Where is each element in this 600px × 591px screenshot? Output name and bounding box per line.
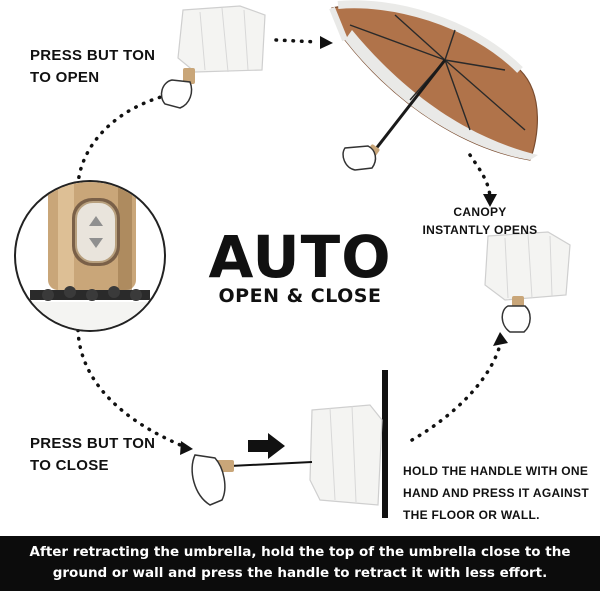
press-button-to-open-label: PRESS BUT TON TO OPEN — [30, 45, 155, 89]
canopy-opens-label: CANOPY INSTANTLY OPENS — [410, 203, 550, 239]
open-umbrella — [329, 0, 538, 171]
hand-icon — [160, 79, 193, 109]
label-line: PRESS BUT TON — [30, 47, 156, 64]
hand-icon — [191, 454, 226, 506]
label-line: HOLD THE HANDLE WITH ONE — [403, 464, 589, 478]
press-button-to-close-label: PRESS BUT TON TO CLOSE — [30, 433, 155, 477]
label-line: INSTANTLY OPENS — [422, 223, 538, 237]
page-subtitle: OPEN & CLOSE — [218, 285, 382, 307]
folded-umbrella-right — [484, 231, 571, 333]
footer-line: After retracting the umbrella, hold the … — [29, 544, 571, 560]
wall-bar — [382, 370, 388, 518]
closing-umbrella — [191, 404, 383, 506]
page-title: AUTO — [208, 223, 392, 291]
hold-handle-label: HOLD THE HANDLE WITH ONE HAND AND PRESS … — [403, 460, 593, 526]
hand-icon — [342, 145, 377, 171]
label-line: TO CLOSE — [30, 457, 109, 474]
hand-icon — [501, 305, 531, 333]
button-closeup — [14, 180, 166, 332]
folded-umbrella-top — [160, 5, 266, 109]
footer-line: ground or wall and press the handle to r… — [52, 565, 548, 581]
footer-instructions: After retracting the umbrella, hold the … — [0, 536, 600, 591]
label-line: HAND AND PRESS IT AGAINST — [403, 486, 589, 500]
button-icon — [75, 201, 117, 263]
dotted-cycle-path — [76, 38, 502, 449]
label-line: CANOPY — [453, 205, 507, 219]
arrow-icon — [180, 36, 508, 455]
label-line: PRESS BUT TON — [30, 435, 156, 452]
arrow-icon — [248, 433, 285, 459]
label-line: TO OPEN — [30, 69, 100, 86]
label-line: THE FLOOR OR WALL. — [403, 508, 540, 522]
